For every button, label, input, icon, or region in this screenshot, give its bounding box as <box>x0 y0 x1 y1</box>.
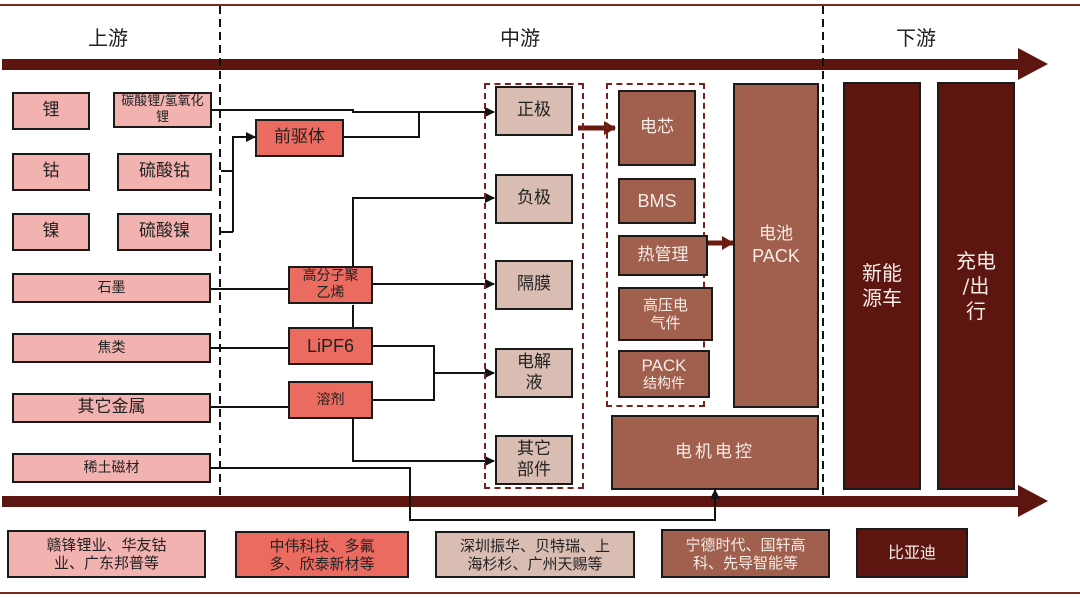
battery-pack-line2: PACK <box>752 245 800 266</box>
bottom-rule <box>0 592 1080 594</box>
part-hv-electrical: 高压电气件 <box>618 287 713 341</box>
part-bms: BMS <box>618 178 696 224</box>
companies-upstream-line1: 赣锋锂业、华友钴 <box>46 536 167 554</box>
compound-cobalt-sulfate: 硫酸钴 <box>117 153 212 191</box>
connector-lipf6-solvent-bracket <box>373 345 435 401</box>
component-anode: 负极 <box>495 174 573 224</box>
companies-battery-line1: 宁德时代、国轩高 <box>685 535 806 554</box>
companies-components: 深圳振华、贝特瑞、上 海杉杉、广州天赐等 <box>435 531 635 578</box>
companies-battery: 宁德时代、国轩高 科、先导智能等 <box>661 529 830 578</box>
downstream-nev: 新能 源车 <box>843 82 921 490</box>
battery-pack: 电池 PACK <box>733 83 819 408</box>
downstream-charging: 充电 /出 行 <box>937 82 1015 490</box>
material-solvent: 溶剂 <box>288 381 373 419</box>
bottom-band <box>2 496 1020 507</box>
companies-materials: 中伟科技、多氟 多、欣泰新材等 <box>235 531 409 578</box>
companies-materials-line1: 中伟科技、多氟 <box>269 536 375 555</box>
part-pack-structure: PACK 结构件 <box>618 350 710 398</box>
raw-cobalt: 钴 <box>12 153 90 191</box>
connector-rare-earth-to-motor <box>211 467 720 521</box>
connector-lithium-to-cathode <box>211 107 495 117</box>
companies-downstream-line1: 比亚迪 <box>887 543 936 562</box>
nev-line1: 新能 <box>862 261 902 285</box>
raw-nickel: 镍 <box>12 213 90 251</box>
compound-nickel-sulfate: 硫酸镍 <box>117 213 212 251</box>
component-cathode: 正极 <box>495 86 573 136</box>
header-downstream: 下游 <box>896 26 936 50</box>
charging-line1: 充电 <box>956 248 996 273</box>
charging-line2: /出 <box>962 273 990 298</box>
companies-battery-line2: 科、先导智能等 <box>692 553 798 572</box>
raw-lithium: 锂 <box>12 92 90 130</box>
motor-control: 电机电控 <box>611 415 819 490</box>
bottom-flow-arrow <box>2 485 1048 517</box>
nev-line2: 源车 <box>862 286 902 310</box>
connector-to-other-parts <box>352 419 495 466</box>
material-polyethylene: 高分子聚乙烯 <box>288 266 373 304</box>
connector-to-anode <box>352 193 495 266</box>
material-lipf6: LiPF6 <box>288 327 373 365</box>
battery-pack-line1: 电池 <box>759 223 793 244</box>
component-electrolyte: 电解液 <box>495 348 573 398</box>
header-midstream: 中游 <box>500 26 540 50</box>
companies-components-line1: 深圳振华、贝特瑞、上 <box>459 536 610 555</box>
connector-to-precursor <box>232 132 256 232</box>
compound-lithium-carbonate: 碳酸锂/氢氧化锂 <box>113 92 212 128</box>
top-flow-arrow <box>2 48 1048 80</box>
component-other-parts: 其它部件 <box>495 435 573 485</box>
companies-components-line2: 海杉杉、广州天赐等 <box>467 554 603 573</box>
part-pack-structure-line1: PACK <box>641 355 687 375</box>
header-upstream: 上游 <box>88 26 128 50</box>
raw-graphite: 石墨 <box>12 273 211 303</box>
top-band <box>2 59 1020 70</box>
part-pack-structure-line2: 结构件 <box>643 375 685 392</box>
part-thermal-management: 热管理 <box>618 235 708 276</box>
top-rule <box>0 4 1080 6</box>
charging-line3: 行 <box>966 298 986 323</box>
companies-upstream: 赣锋锂业、华友钴 业、广东邦普等 <box>7 530 206 578</box>
component-separator: 隔膜 <box>495 260 573 310</box>
components-group <box>484 83 584 489</box>
part-cell: 电芯 <box>618 90 696 166</box>
raw-coke: 焦类 <box>12 333 211 363</box>
material-precursor: 前驱体 <box>255 119 344 157</box>
bottom-arrowhead <box>1018 485 1048 517</box>
companies-upstream-line2: 业、广东邦普等 <box>53 554 159 572</box>
top-arrowhead <box>1018 48 1048 80</box>
connector-precursor-to-cathode <box>343 112 420 138</box>
companies-downstream: 比亚迪 <box>856 528 968 578</box>
companies-materials-line2: 多、欣泰新材等 <box>269 554 375 573</box>
raw-rare-earth-magnets: 稀土磁材 <box>12 453 211 483</box>
raw-other-metals: 其它金属 <box>12 393 211 423</box>
